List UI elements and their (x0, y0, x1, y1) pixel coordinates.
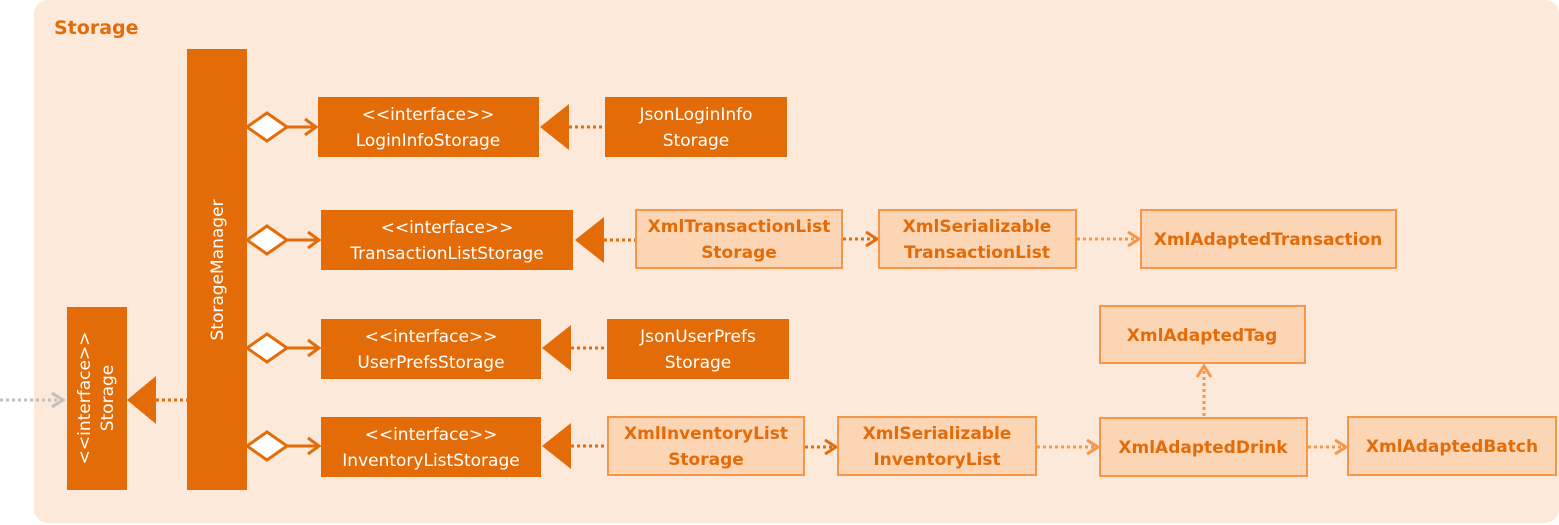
xmladaptedtag-box: XmlAdaptedTag (1099, 305, 1306, 364)
storage-interface-box: <<interface>> Storage (67, 307, 127, 490)
jsonuserprefsstorage-line2: Storage (665, 353, 732, 373)
transactionliststorage-name: TransactionListStorage (349, 244, 543, 264)
aggregation-userprefs (244, 332, 322, 364)
aggregation-inventory (244, 430, 322, 462)
xmladapteddrink-box: XmlAdaptedDrink (1099, 417, 1308, 477)
jsonuserprefsstorage-line1: JsonUserPrefs (639, 327, 756, 347)
userprefsstorage-box: <<interface>> UserPrefsStorage (321, 319, 541, 379)
package-title: Storage (54, 17, 139, 39)
xmlserializabletransactionlist-line2: TransactionList (904, 243, 1050, 263)
xmladaptedbatch-box: XmlAdaptedBatch (1347, 416, 1557, 476)
realization-xmltransactionlist (575, 217, 636, 263)
userprefsstorage-name: UserPrefsStorage (357, 353, 504, 373)
storagemanager-box: StorageManager (187, 49, 247, 490)
xmlinventoryliststorage-line1: XmlInventoryList (624, 424, 788, 444)
external-dependency-arrow (0, 391, 66, 409)
realization-jsonuserprefs (542, 325, 607, 371)
storagemanager-realizes-storage (127, 376, 187, 424)
xmltransactionliststorage-line1: XmlTransactionList (648, 217, 831, 237)
storagemanager-name: StorageManager (208, 199, 228, 340)
dependency-drink-tag (1195, 363, 1213, 416)
xmladaptedtag-name: XmlAdaptedTag (1127, 326, 1278, 346)
xmladapteddrink-name: XmlAdaptedDrink (1118, 438, 1288, 458)
storage-interface-name: Storage (98, 365, 118, 432)
dependency-xmltransactionlist-serializable (843, 230, 880, 248)
xmlserializableinventorylist-line1: XmlSerializable (863, 424, 1012, 444)
realization-xmlinventorylist (542, 423, 608, 469)
dependency-drink-batch (1308, 438, 1349, 456)
storage-interface-stereotype: <<interface>> (75, 332, 95, 465)
xmlserializabletransactionlist-box: XmlSerializable TransactionList (878, 209, 1077, 269)
jsonlogininfostorage-box: JsonLoginInfo Storage (605, 97, 787, 157)
inventoryliststorage-stereotype: <<interface>> (365, 425, 498, 445)
dependency-xmlinventorylist-serializable (805, 438, 839, 456)
dependency-serializable-adaptedtransaction (1077, 230, 1142, 248)
logininfostorage-box: <<interface>> LoginInfoStorage (318, 97, 539, 157)
xmladaptedbatch-name: XmlAdaptedBatch (1366, 437, 1538, 457)
xmlinventoryliststorage-box: XmlInventoryList Storage (607, 416, 805, 476)
xmladaptedtransaction-name: XmlAdaptedTransaction (1154, 230, 1383, 250)
jsonlogininfostorage-line2: Storage (663, 131, 730, 151)
transactionliststorage-stereotype: <<interface>> (381, 218, 514, 238)
transactionliststorage-box: <<interface>> TransactionListStorage (321, 210, 573, 270)
xmltransactionliststorage-line2: Storage (701, 243, 777, 263)
xmlinventoryliststorage-line2: Storage (668, 450, 744, 470)
aggregation-login (244, 111, 319, 143)
logininfostorage-stereotype: <<interface>> (362, 105, 495, 125)
aggregation-transaction (244, 224, 322, 256)
xmlserializableinventorylist-box: XmlSerializable InventoryList (837, 416, 1037, 476)
jsonuserprefsstorage-box: JsonUserPrefs Storage (607, 319, 789, 379)
dependency-serializable-adapteddrink (1037, 438, 1101, 456)
jsonlogininfostorage-line1: JsonLoginInfo (638, 105, 752, 125)
inventoryliststorage-name: InventoryListStorage (342, 451, 519, 471)
xmladaptedtransaction-box: XmlAdaptedTransaction (1140, 209, 1397, 269)
inventoryliststorage-box: <<interface>> InventoryListStorage (321, 417, 541, 477)
userprefsstorage-stereotype: <<interface>> (365, 327, 498, 347)
xmlserializabletransactionlist-line1: XmlSerializable (903, 217, 1052, 237)
logininfostorage-name: LoginInfoStorage (356, 131, 501, 151)
realization-jsonlogininfo (540, 104, 605, 150)
xmltransactionliststorage-box: XmlTransactionList Storage (635, 209, 843, 269)
xmlserializableinventorylist-line2: InventoryList (873, 450, 1000, 470)
